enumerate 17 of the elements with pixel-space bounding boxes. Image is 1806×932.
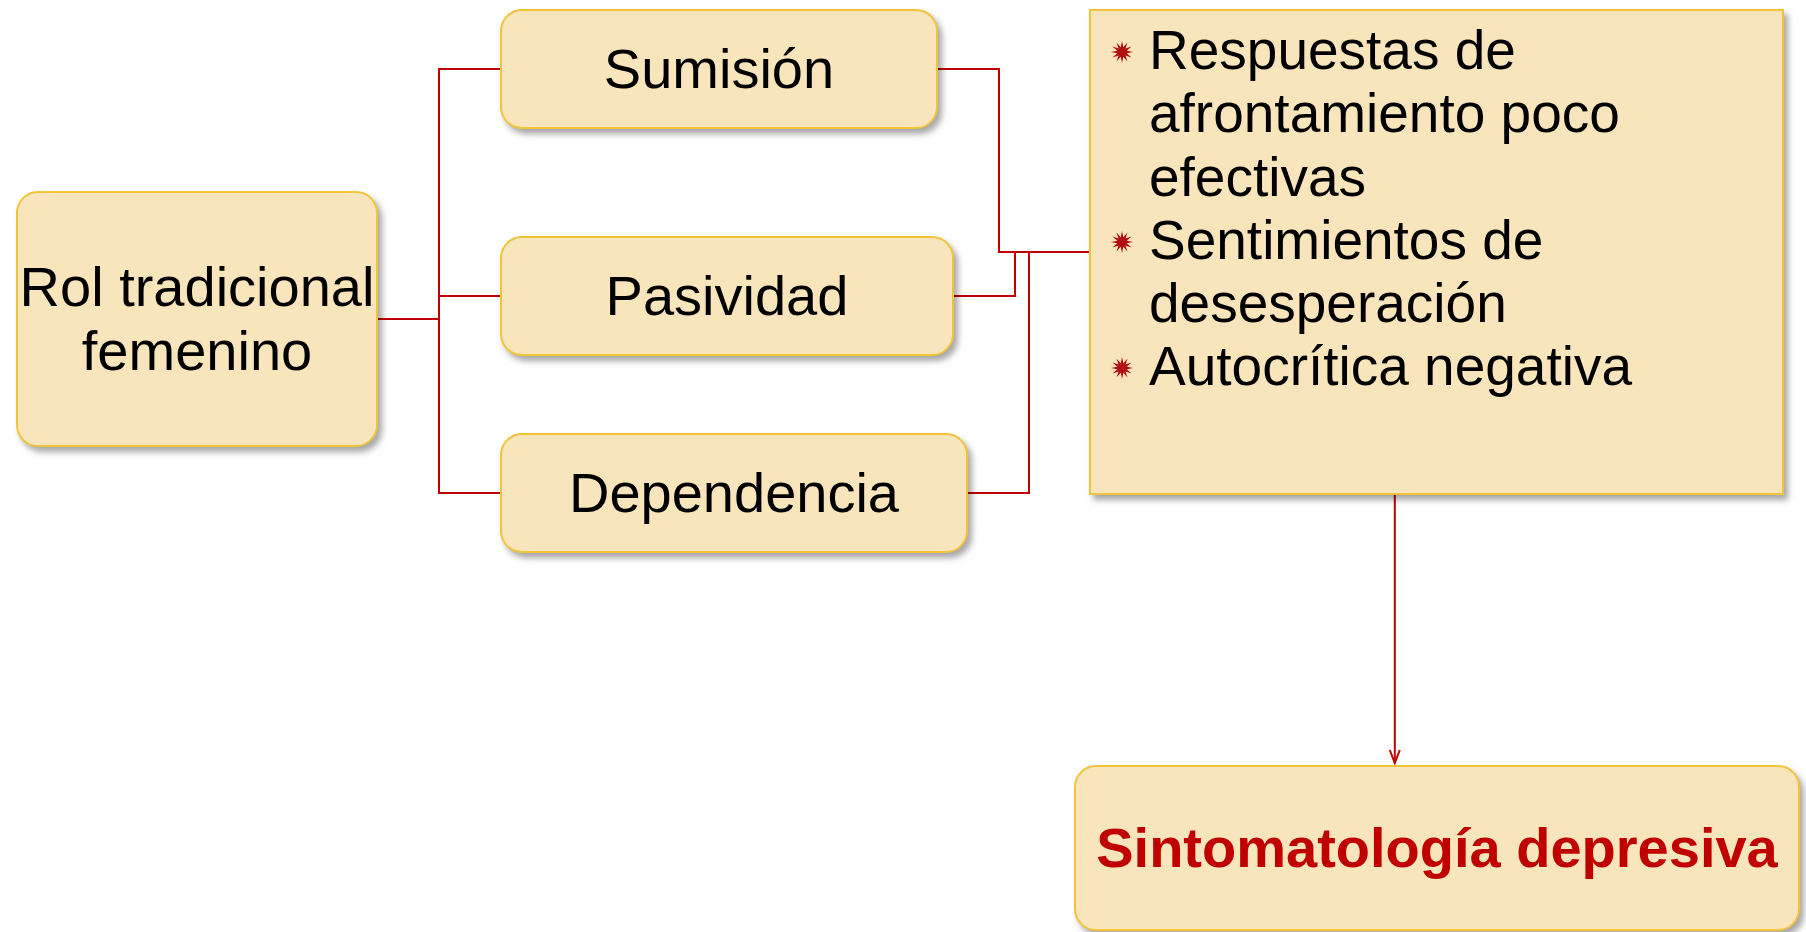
rounded-box <box>500 236 954 356</box>
box-label: Sintomatología depresiva <box>1096 815 1778 881</box>
rounded-box <box>500 433 968 553</box>
bullet-text: Sentimientos de desesperación <box>1149 208 1545 336</box>
connector-line <box>967 251 1090 494</box>
box-label: Pasividad <box>605 263 849 329</box>
bullet-text: Respuestas de afrontamiento poco efectivas <box>1149 19 1621 209</box>
rounded-box <box>16 191 378 447</box>
bullet-list-box <box>1089 9 1784 495</box>
rounded-box <box>500 9 938 129</box>
box-label: Dependencia <box>568 460 899 526</box>
rounded-box <box>1074 765 1800 931</box>
box-label: Rol tradicional femenino <box>18 254 376 384</box>
arrow <box>1388 494 1401 764</box>
bullet-text: Autocrítica negativa <box>1149 335 1633 399</box>
connector-line <box>377 318 501 494</box>
box-label: Sumisión <box>603 36 835 102</box>
